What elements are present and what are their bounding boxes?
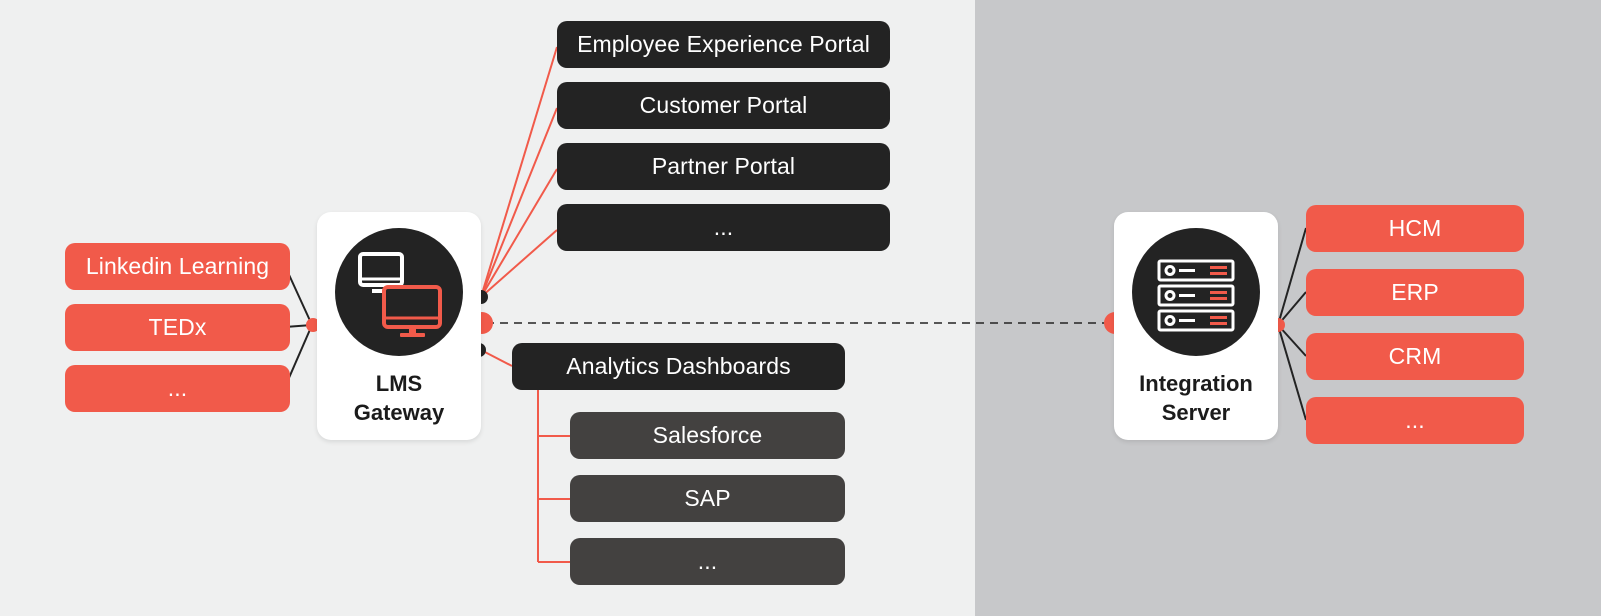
source-more: ...: [65, 365, 290, 412]
integration-server-label: Integration Server: [1114, 369, 1278, 427]
integration-server-icon-circle: [1132, 228, 1260, 356]
system-more: ...: [1306, 397, 1524, 444]
integration-server-card: Integration Server: [1114, 212, 1278, 440]
lms-gateway-icon-circle: [335, 228, 463, 356]
portal-employee-experience: Employee Experience Portal: [557, 21, 890, 68]
portal-more: ...: [557, 204, 890, 251]
system-crm: CRM: [1306, 333, 1524, 380]
connector-portal-customer: [480, 107, 558, 298]
monitors-icon: [358, 252, 442, 337]
lms-gateway-card: LMS Gateway: [317, 212, 481, 440]
system-hcm: HCM: [1306, 205, 1524, 252]
connector-analytics: [480, 349, 513, 367]
source-tedx: TEDx: [65, 304, 290, 351]
lms-gateway-label-line2: Gateway: [353, 400, 445, 425]
portal-customer: Customer Portal: [557, 82, 890, 129]
analytics-dashboards: Analytics Dashboards: [512, 343, 845, 390]
source-linkedin-learning: Linkedin Learning: [65, 243, 290, 290]
connector-erp: [1277, 291, 1307, 326]
connector-hcm: [1277, 227, 1307, 326]
connector-portal-partner: [480, 168, 558, 298]
analytics-salesforce: Salesforce: [570, 412, 845, 459]
integration-server-label-line1: Integration: [1139, 371, 1253, 396]
connector-right-more: [1277, 324, 1307, 421]
lms-gateway-label-line1: LMS: [375, 371, 423, 396]
portal-partner: Partner Portal: [557, 143, 890, 190]
server-rack-icon: [1157, 259, 1235, 332]
dot-left-junction: [306, 318, 320, 332]
connector-portal-more: [480, 229, 558, 298]
integration-server-label-line2: Server: [1161, 400, 1231, 425]
lms-gateway-label: LMS Gateway: [317, 369, 481, 427]
analytics-sap: SAP: [570, 475, 845, 522]
connector-portal-employee: [480, 46, 558, 298]
analytics-more: ...: [570, 538, 845, 585]
system-erp: ERP: [1306, 269, 1524, 316]
